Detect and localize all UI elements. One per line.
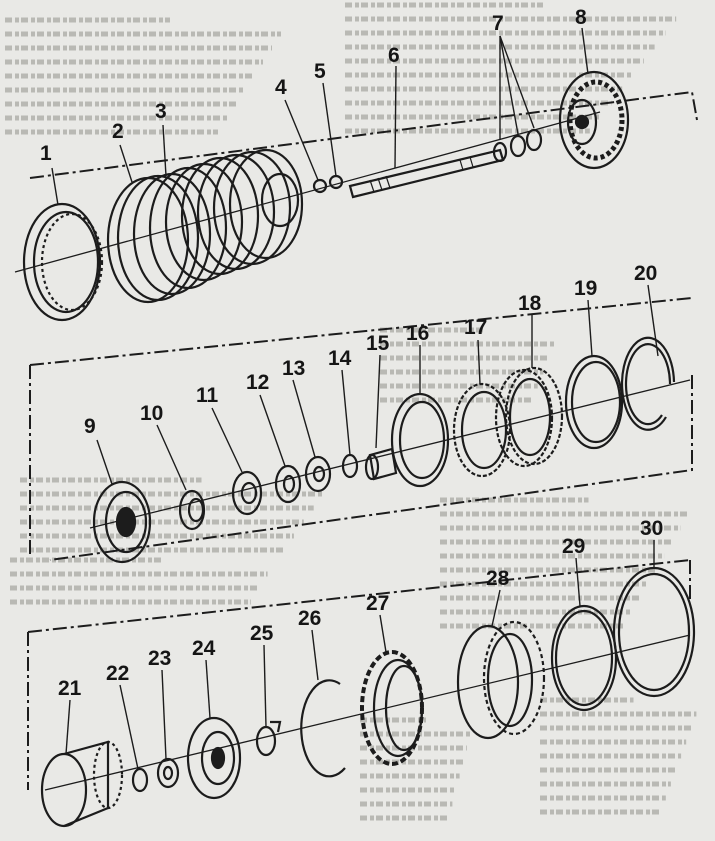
- part-label-10: 10: [140, 402, 163, 425]
- part-label-26: 26: [298, 607, 321, 630]
- panel-borders: [27, 90, 698, 790]
- part-1-ring: [22, 202, 104, 322]
- part-label-1: 1: [40, 142, 52, 165]
- part-label-6: 6: [388, 44, 400, 67]
- part-label-16: 16: [406, 322, 429, 345]
- part-19-ring: [564, 354, 624, 450]
- row-1-parts: [22, 35, 630, 322]
- part-7-washers: [492, 35, 543, 163]
- part-15-sleeve: [364, 447, 398, 481]
- part-label-23: 23: [148, 647, 171, 670]
- part-label-28: 28: [486, 567, 510, 590]
- part-2-3-clutch-pack: [106, 148, 304, 304]
- part-label-11: 11: [196, 384, 219, 407]
- part-27-gear-ring: [360, 650, 424, 766]
- part-label-30: 30: [640, 517, 663, 540]
- part-21-gear-drum: [40, 740, 124, 828]
- part-12-gear: [274, 464, 302, 504]
- part-label-27: 27: [366, 592, 389, 615]
- part-9-bearing: [92, 480, 152, 564]
- part-label-17: 17: [464, 316, 487, 339]
- part-17-gear-ring: [452, 382, 512, 478]
- part-label-14: 14: [328, 347, 352, 370]
- part-29-ring: [550, 604, 618, 712]
- part-label-21: 21: [58, 677, 82, 700]
- part-14-washer: [341, 453, 359, 479]
- part-20-snap-ring: [620, 336, 676, 431]
- part-label-12: 12: [246, 371, 269, 394]
- part-30-ring: [612, 566, 696, 698]
- part-label-4: 4: [275, 76, 287, 99]
- part-22-washer: [131, 767, 149, 793]
- part-13-bearing: [304, 455, 332, 493]
- part-label-2: 2: [112, 120, 124, 143]
- part-label-24: 24: [192, 637, 216, 660]
- row-3-parts: [40, 566, 696, 828]
- part-label-5: 5: [314, 60, 326, 83]
- part-18-drum: [494, 366, 564, 468]
- part-11-bearing: [231, 470, 263, 516]
- axis-row-3: [44, 634, 691, 791]
- axis-row-1: [14, 111, 601, 273]
- part-label-20: 20: [634, 262, 657, 285]
- part-label-3: 3: [155, 100, 167, 123]
- part-label-29: 29: [562, 535, 585, 558]
- part-labels: 1 2 3 4 5 6 7 8 9 10 11 12 13 14 15 16 1…: [40, 6, 663, 700]
- part-28-drum: [456, 620, 546, 740]
- panel-3-border: [27, 559, 691, 790]
- leader-lines: [51, 27, 659, 770]
- part-23-bearing: [156, 757, 180, 789]
- part-8-gear: [558, 70, 630, 170]
- part-label-9: 9: [84, 415, 96, 438]
- part-label-8: 8: [575, 6, 587, 29]
- part-label-25: 25: [250, 622, 274, 645]
- part-10-bearing: [178, 489, 206, 531]
- part-label-7: 7: [492, 12, 504, 35]
- part-label-19: 19: [574, 277, 597, 300]
- part-label-13: 13: [282, 357, 305, 380]
- part-label-15: 15: [366, 332, 390, 355]
- panel-2-border: [29, 297, 693, 561]
- row-2-parts: [92, 336, 676, 564]
- assembly-axes: [14, 111, 691, 791]
- part-16-ring: [390, 392, 450, 488]
- part-24-carrier: [186, 716, 242, 800]
- part-label-22: 22: [106, 662, 129, 685]
- part-label-18: 18: [518, 292, 542, 315]
- panel-1-border: [29, 90, 698, 179]
- part-26-snap-ring: [300, 679, 346, 778]
